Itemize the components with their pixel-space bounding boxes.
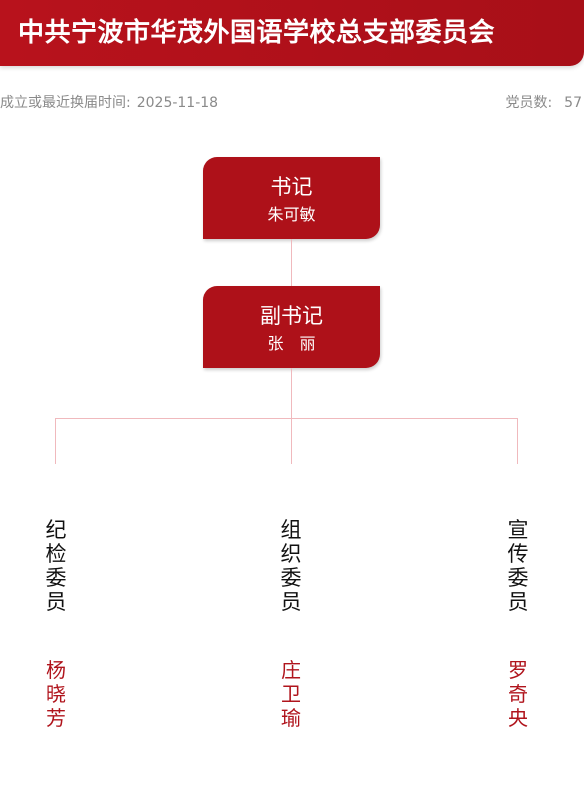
connector-deputy-branch: [291, 368, 292, 418]
header-banner: 中共宁波市华茂外国语学校总支部委员会: [0, 0, 584, 66]
secretary-role: 书记: [270, 175, 313, 199]
secretary-name: 朱可敏: [267, 205, 316, 224]
organization-committee-name: 庄 卫 瑜: [281, 658, 301, 730]
established-info: 成立或最近换届时间: 2025-11-18: [0, 92, 218, 112]
deputy-secretary-node: 副书记 张 丽: [203, 286, 380, 368]
organization-committee-title: 组 织 委 员: [280, 518, 302, 614]
deputy-secretary-role: 副书记: [260, 304, 323, 328]
member-count-label: 党员数:: [505, 95, 553, 111]
propaganda-committee-title: 宣 传 委 员: [507, 518, 529, 614]
connector-left: [55, 418, 56, 464]
secretary-node: 书记 朱可敏: [203, 157, 380, 239]
established-label: 成立或最近换届时间:: [0, 95, 131, 111]
connector-horizontal: [55, 418, 518, 419]
member-count-info: 党员数: 57: [505, 92, 582, 112]
discipline-committee-name: 杨 晓 芳: [46, 658, 66, 730]
member-count-value: 57: [564, 95, 582, 111]
established-date: 2025-11-18: [136, 95, 219, 111]
connector-secretary-deputy: [291, 239, 292, 286]
deputy-secretary-name: 张 丽: [267, 334, 316, 353]
connector-right: [517, 418, 518, 464]
page-title: 中共宁波市华茂外国语学校总支部委员会: [18, 18, 496, 48]
discipline-committee-title: 纪 检 委 员: [45, 518, 67, 614]
propaganda-committee-name: 罗 奇 央: [508, 658, 528, 730]
connector-middle: [291, 418, 292, 464]
